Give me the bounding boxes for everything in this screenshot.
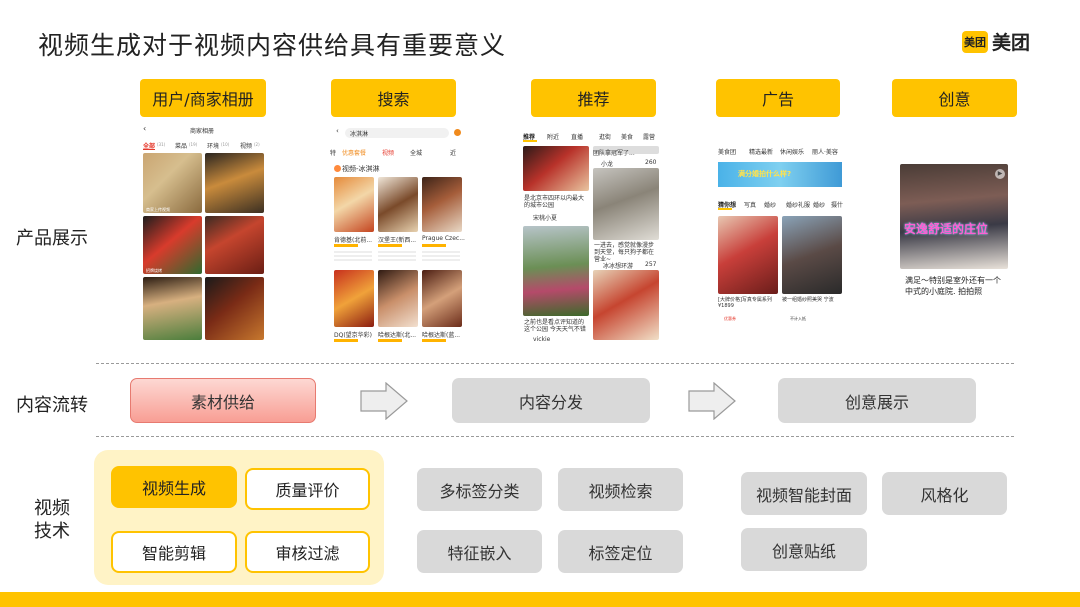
creative-video-frame [900, 164, 1008, 269]
creative-sticker-text: 安逸舒适的庄位 [904, 222, 989, 236]
feed-image [593, 270, 659, 340]
arrow-right-icon [360, 382, 408, 420]
feed-image [593, 168, 659, 240]
page-title: 视频生成对于视频内容供给具有重要意义 [38, 31, 507, 60]
play-icon: ▶ [995, 169, 1005, 179]
album-screenshot: ‹ 商家相册 全部 (31) 菜品 (19) 环境 (10) 视频 (2) 商家… [140, 120, 266, 342]
search-section-title: 视频-冰淇淋 [342, 165, 380, 173]
album-photo [205, 153, 264, 213]
album-video-thumb [143, 277, 202, 340]
arrow-right-icon [688, 382, 736, 420]
location-icon [454, 129, 461, 136]
ad-banner [718, 162, 842, 187]
row-label-flow: 内容流转 [16, 395, 88, 416]
search-box [345, 128, 449, 138]
search-result-image [422, 270, 462, 327]
divider [96, 436, 1014, 437]
tech-quality-assessment: 质量评价 [245, 468, 370, 510]
ad-banner-text: 满分婚拍什么样? [738, 170, 792, 178]
ad-image [782, 216, 842, 294]
search-result-image [378, 270, 418, 327]
row-label-tech-line2: 技术 [34, 521, 70, 542]
tech-smart-editing: 智能剪辑 [111, 531, 237, 573]
album-photo [205, 277, 264, 340]
tech-label-localization: 标签定位 [558, 530, 683, 573]
footer-bar [0, 592, 1080, 607]
tech-video-retrieval: 视频检索 [558, 468, 683, 511]
flow-content-distribution: 内容分发 [452, 378, 650, 423]
search-result-image [334, 177, 374, 232]
tech-review-filtering: 审核过滤 [245, 531, 370, 573]
feed-screenshot: 推荐 附近 直播 逛街 美食 露营 团队拿冠军了... 小龙 260 是北京市四… [521, 128, 661, 348]
search-result-image [378, 177, 418, 232]
tech-video-generation: 视频生成 [111, 466, 237, 508]
ads-screenshot: 美食团 精选最新 休闲娱乐 丽人·美容 满分婚拍什么样? 猜你想 写真 婚纱 婚… [716, 142, 844, 327]
logo-mark: 美团 [962, 30, 988, 53]
row-label-tech-line1: 视频 [34, 498, 70, 519]
tech-creative-stickers: 创意贴纸 [741, 528, 867, 571]
album-photo [205, 216, 264, 274]
album-tab-all: 全部 [143, 143, 156, 150]
search-result-image [422, 177, 462, 232]
category-creative: 创意 [892, 79, 1017, 117]
album-tab-video: 视频 [240, 143, 253, 150]
row-label-product: 产品展示 [16, 228, 88, 249]
back-icon: ‹ [143, 124, 147, 133]
category-search: 搜索 [331, 79, 456, 117]
album-header: 商家相册 [190, 128, 215, 135]
album-tab-dishes: 菜品 [175, 143, 188, 150]
creative-caption: 满足～特别是室外还有一个中式的小庭院. 拍拍照 [905, 276, 1001, 296]
category-ads: 广告 [716, 79, 840, 117]
divider [96, 363, 1014, 364]
category-album: 用户/商家相册 [140, 79, 266, 117]
feed-image [523, 146, 589, 191]
creative-screenshot: ▶ 安逸舒适的庄位 满足～特别是室外还有一个中式的小庭院. 拍拍照 [900, 164, 1010, 304]
album-photo [143, 216, 202, 274]
flow-creative-display: 创意展示 [778, 378, 976, 423]
tech-feature-embedding: 特征嵌入 [417, 530, 542, 573]
tech-stylization: 风格化 [882, 472, 1007, 515]
tech-smart-cover: 视频智能封面 [741, 472, 867, 515]
ad-image [718, 216, 778, 294]
feed-image [523, 226, 589, 316]
meituan-logo: 美团 美团 [962, 28, 1030, 55]
album-tab-env: 环境 [207, 143, 220, 150]
search-result-image [334, 270, 374, 327]
search-query: 冰淇淋 [350, 131, 369, 138]
video-icon [334, 165, 341, 172]
flow-material-supply: 素材供给 [130, 378, 316, 423]
back-icon: ‹ [336, 127, 339, 135]
logo-text: 美团 [992, 32, 1031, 54]
album-photo [143, 153, 202, 213]
search-screenshot: ‹ 冰淇淋 特 优惠套餐 视频 全城 近 视频-冰淇淋 肯德基(北前... 汉堡… [330, 124, 466, 348]
category-recommend: 推荐 [531, 79, 656, 117]
tech-multi-label-classification: 多标签分类 [417, 468, 542, 511]
